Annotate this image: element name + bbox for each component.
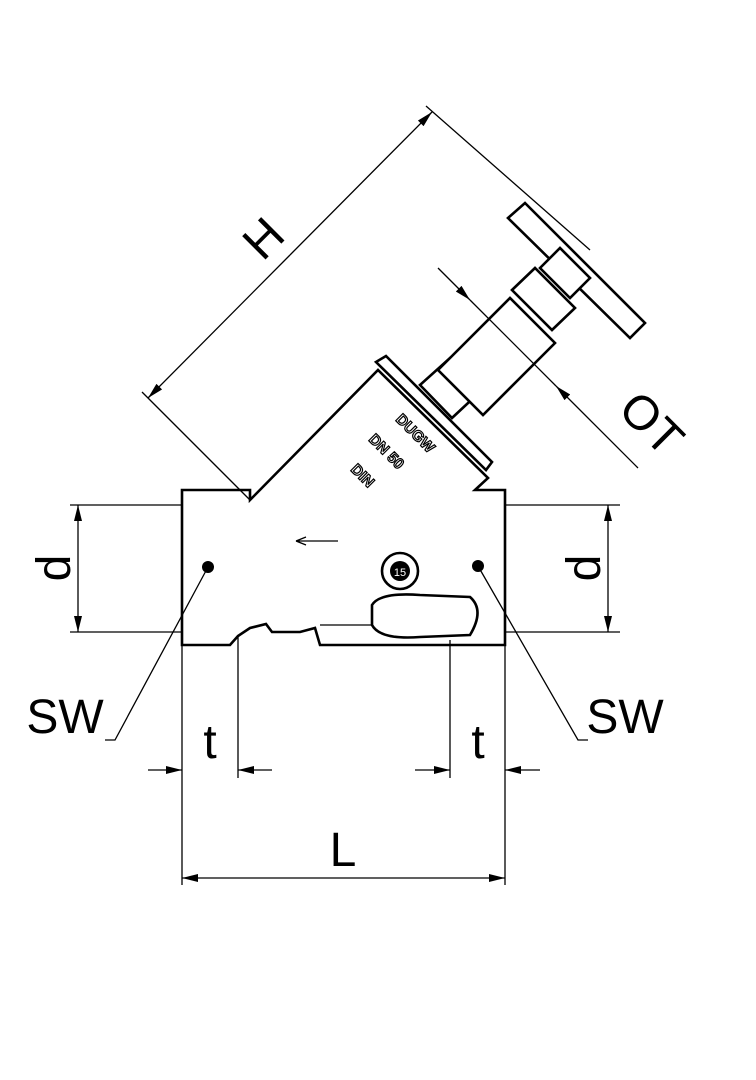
dimension-d-left: d (28, 504, 182, 633)
valve-body: 15 DUGW DN 50 DIN (180, 201, 647, 647)
label-t-right: t (471, 716, 484, 769)
label-t-left: t (203, 716, 216, 769)
label-ot: OT (609, 382, 694, 467)
label-h: H (233, 208, 295, 270)
label-sw-right: SW (586, 691, 664, 744)
label-l: L (330, 824, 357, 877)
dimension-t-left: t (148, 636, 272, 885)
dimension-l: L (182, 824, 505, 882)
leader-sw-right: SW (477, 565, 664, 744)
label-d-right: d (558, 555, 611, 582)
label-sw-left: SW (26, 691, 104, 744)
port-number: 15 (394, 567, 406, 579)
dimension-d-right: d (505, 504, 620, 633)
label-d-left: d (28, 555, 81, 582)
dimension-t-right: t (415, 640, 540, 885)
leader-sw-left: SW (26, 566, 209, 744)
